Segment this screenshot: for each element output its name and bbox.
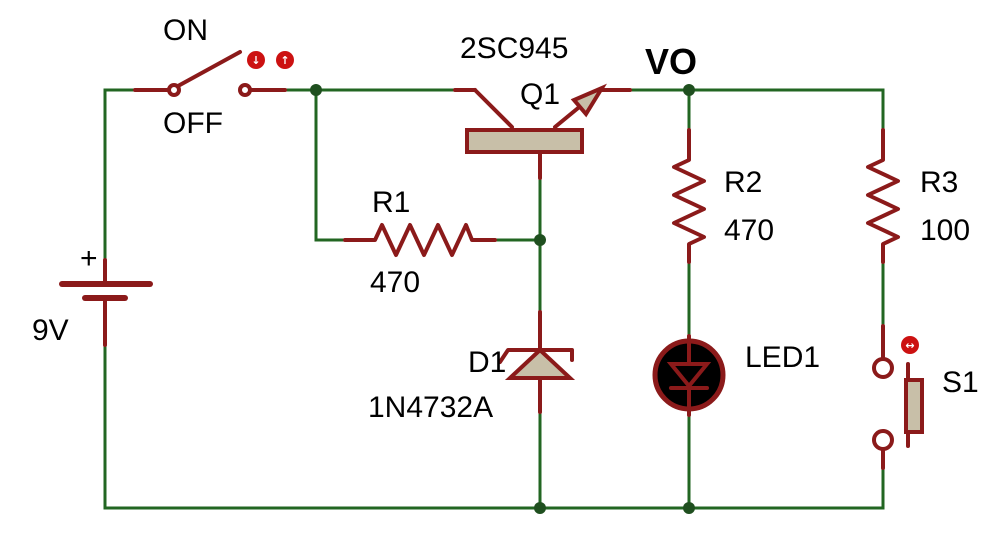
arrow-up-icon-glyph: ↑ xyxy=(280,54,289,67)
output-node-label: VO xyxy=(645,41,697,82)
resistor-r2-value-label: 470 xyxy=(724,214,774,247)
transistor-q1[interactable]: 2SC945 Q1 xyxy=(453,32,632,180)
battery-value-label: 9V xyxy=(32,314,69,347)
led-ref-label: LED1 xyxy=(745,341,820,374)
zener-part-label: 1N4732A xyxy=(368,391,493,424)
junction-dot xyxy=(683,502,695,514)
resistor-r3-ref-label: R3 xyxy=(920,166,958,199)
junctions xyxy=(310,84,695,514)
switch-lever xyxy=(176,50,242,88)
resistor-r1-ref-label: R1 xyxy=(372,186,410,219)
resistor-r3-value-label: 100 xyxy=(920,214,970,247)
pushbutton-ref-label: S1 xyxy=(942,366,979,399)
zener-ref-label: D1 xyxy=(468,346,506,379)
resistor-r1[interactable]: R1 470 xyxy=(343,186,497,299)
junction-dot xyxy=(683,84,695,96)
switch-contact-terminal xyxy=(238,83,252,97)
resistor-r2-ref-label: R2 xyxy=(724,166,762,199)
pushbutton-terminal-top xyxy=(872,357,894,379)
toggle-switch[interactable]: ON OFF xyxy=(133,14,287,140)
transistor-emitter-arrow xyxy=(570,83,608,118)
resistor-r3[interactable]: R3 100 xyxy=(866,128,970,264)
resistor-r1-body xyxy=(343,223,497,257)
switch-turn-on-button[interactable]: ↑ xyxy=(276,51,294,69)
transistor-collector xyxy=(473,88,514,129)
battery-plus-sign: + xyxy=(80,242,98,275)
pushbutton-s1[interactable]: S1 xyxy=(872,324,979,470)
zener-cathode-bar xyxy=(498,348,574,364)
transistor-ref-label: Q1 xyxy=(520,78,560,111)
resistor-r3-body xyxy=(866,128,900,264)
battery-9v[interactable]: + 9V xyxy=(32,242,153,347)
wire-battery-top xyxy=(103,88,152,283)
junction-dot xyxy=(310,84,322,96)
transistor-part-label: 2SC945 xyxy=(460,32,568,65)
junction-dot xyxy=(534,234,546,246)
resistor-r2[interactable]: R2 470 xyxy=(672,128,774,264)
resistor-r1-value-label: 470 xyxy=(370,266,420,299)
pushbutton-terminal-bottom xyxy=(872,429,894,451)
zener-diode-d1[interactable]: D1 1N4732A xyxy=(368,310,576,424)
junction-dot xyxy=(534,502,546,514)
arrow-down-icon-glyph: ↓ xyxy=(251,54,260,67)
switch-turn-off-button[interactable]: ↓ xyxy=(247,51,265,69)
pushbutton-toggle-button[interactable]: ↔ xyxy=(901,336,919,354)
resistor-r2-body xyxy=(672,128,706,264)
arrow-up-icon xyxy=(276,51,294,69)
transistor-base-bar xyxy=(465,128,584,154)
zener-triangle xyxy=(504,347,576,380)
switch-on-label: ON xyxy=(163,14,208,47)
led-led1[interactable]: LED1 xyxy=(652,334,820,417)
arrow-down-icon xyxy=(247,51,265,69)
wires xyxy=(103,88,885,510)
switch-off-label: OFF xyxy=(163,107,223,140)
pushbutton-actuator xyxy=(904,378,924,434)
switch-pivot-terminal xyxy=(167,83,181,97)
swap-arrows-icon xyxy=(901,336,919,354)
wire-r1-left xyxy=(314,88,347,242)
swap-arrows-icon-glyph: ↔ xyxy=(905,339,914,352)
